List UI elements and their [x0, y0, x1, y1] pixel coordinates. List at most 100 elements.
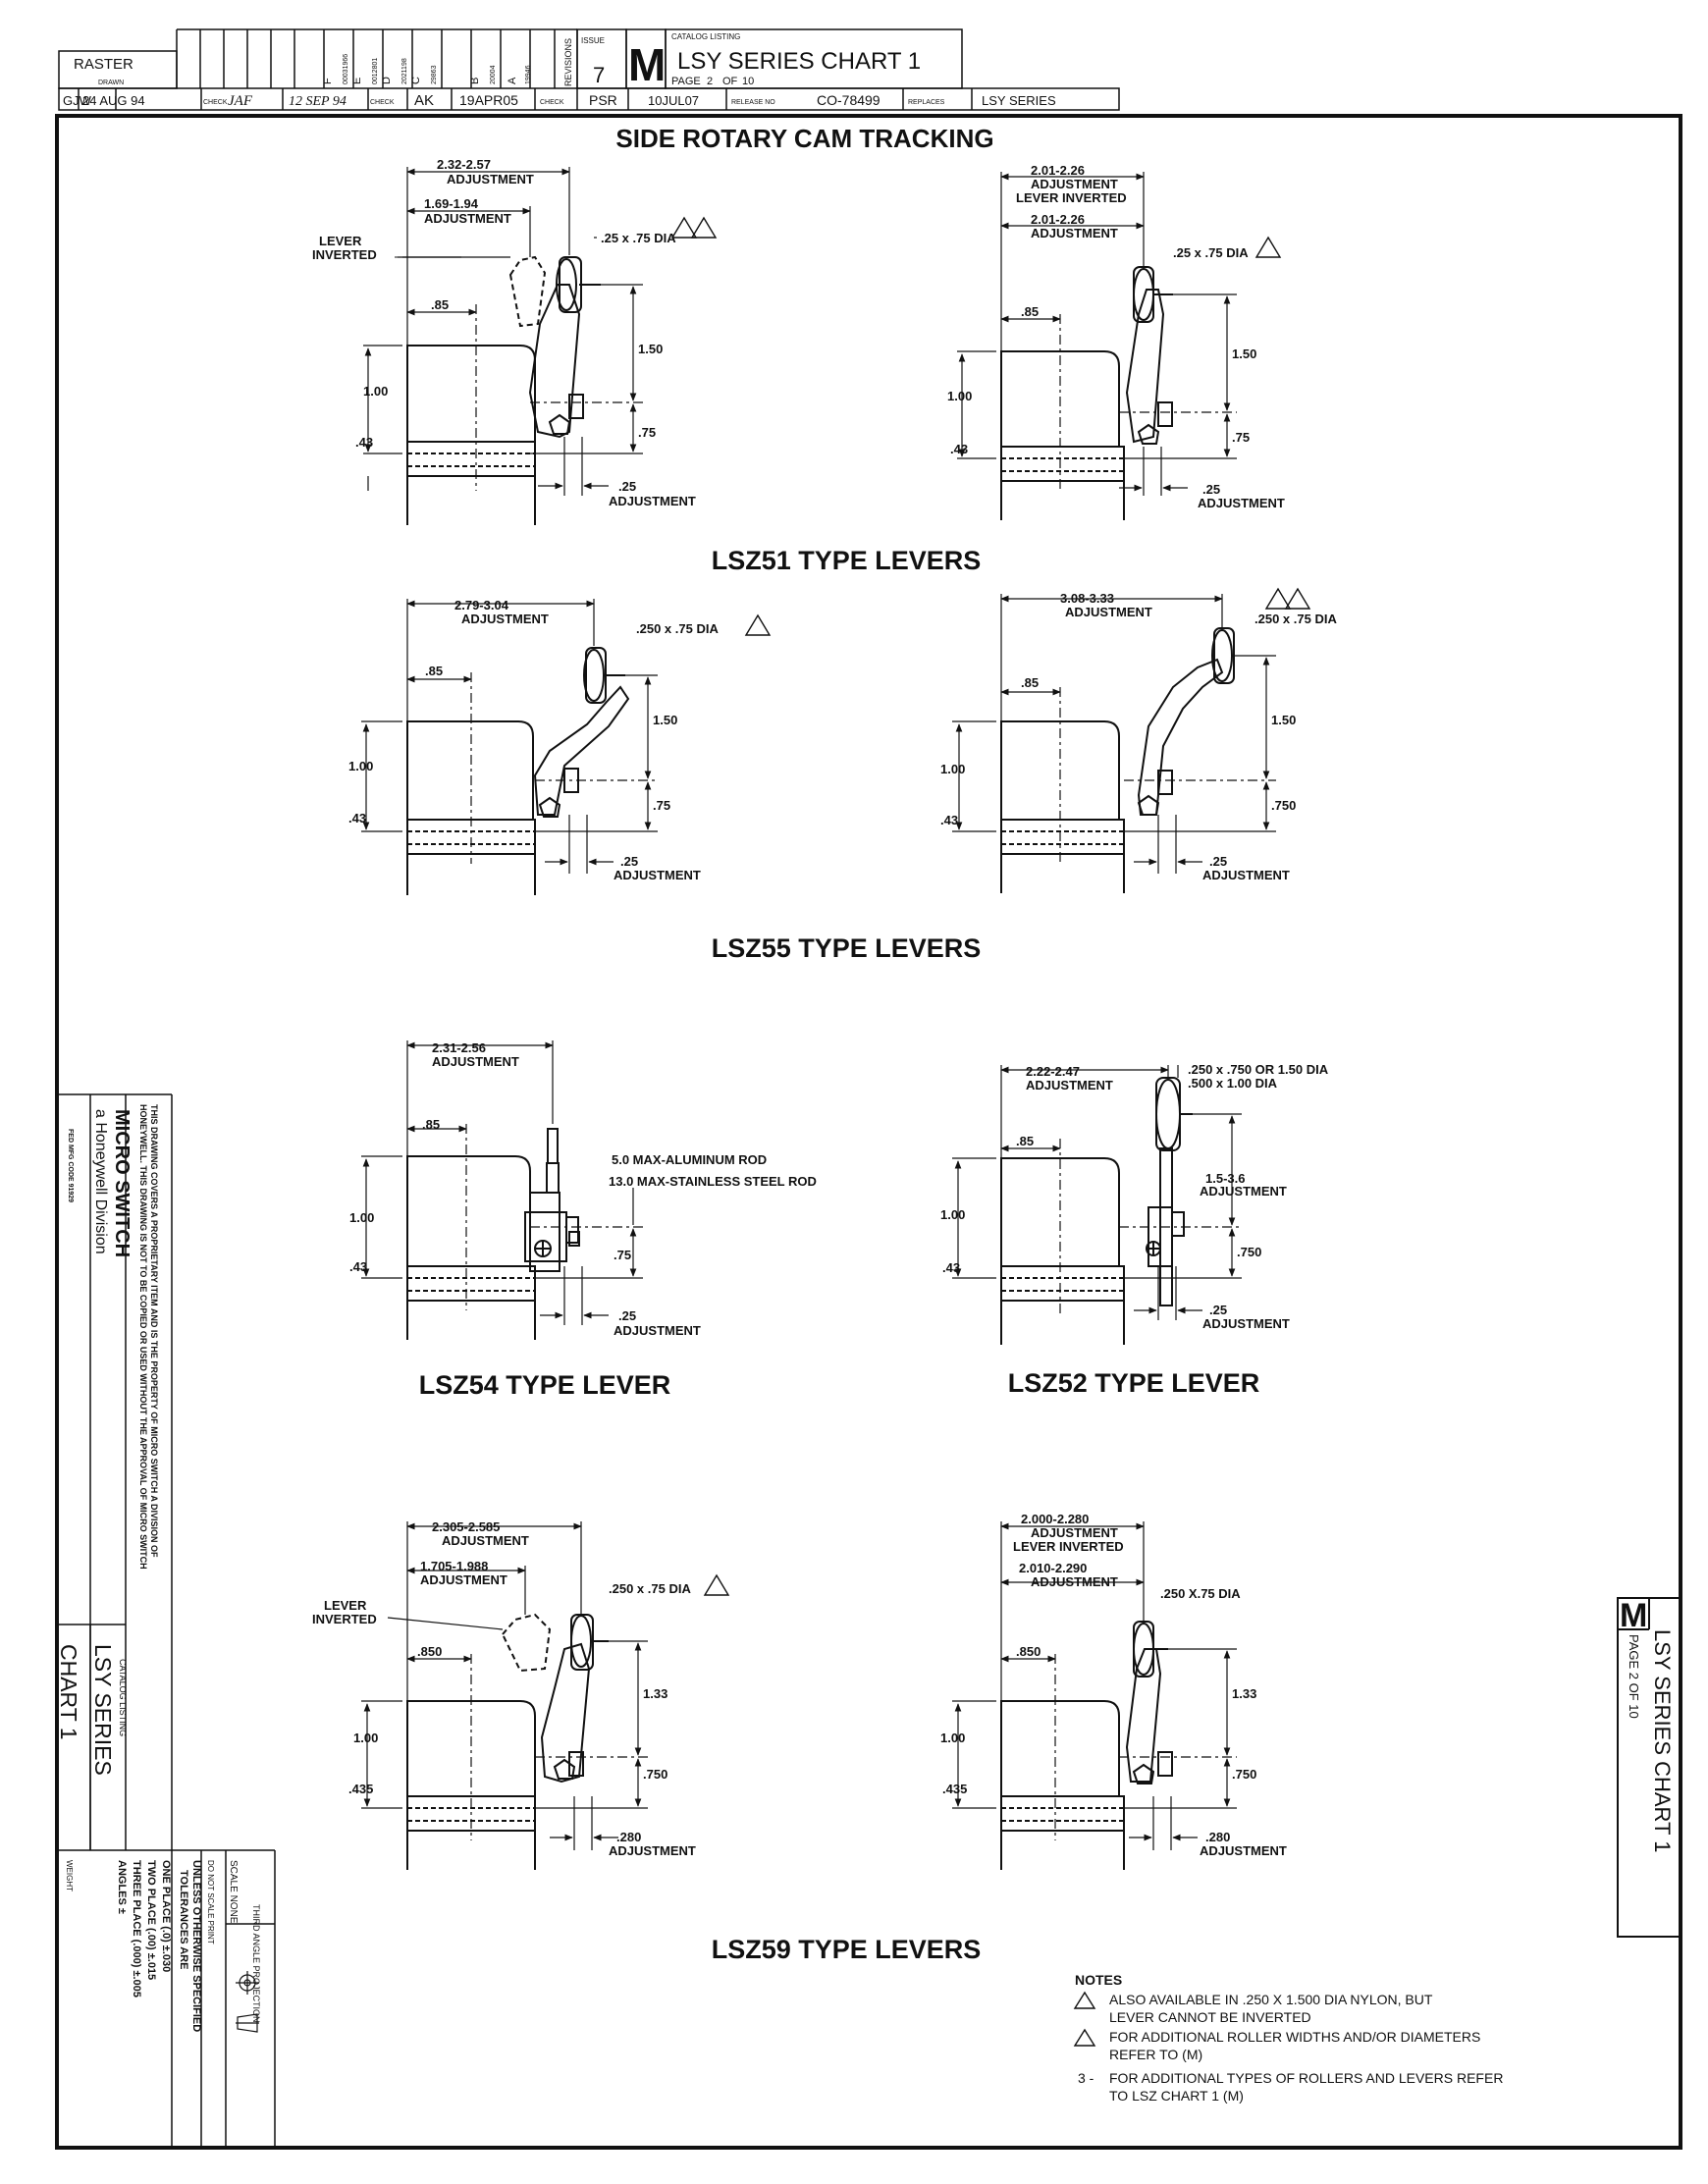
side-panel — [57, 1093, 276, 2148]
revisions-label: REVISIONS — [563, 38, 573, 86]
note2b: REFER TO (M) — [1109, 2047, 1202, 2062]
dim-label: .85 — [1021, 304, 1039, 319]
dim-label: .85 — [1021, 675, 1039, 690]
tab-page: PAGE 2 OF 10 — [1627, 1634, 1641, 1719]
dim-label: 1.33 — [643, 1686, 667, 1701]
proprietary-1: THIS DRAWING COVERS A PROPRIETARY ITEM A… — [149, 1104, 159, 1558]
dim-label: .75 — [653, 798, 670, 813]
dim-label: .25 — [618, 1308, 636, 1323]
dim-label: ADJUSTMENT — [609, 1843, 696, 1858]
diagram-lsz55-right — [952, 587, 1311, 893]
diagram-lsz51-right-labels: 2.01-2.26 ADJUSTMENT LEVER INVERTED 2.01… — [947, 163, 1285, 510]
dim-label: 1.00 — [349, 1210, 374, 1225]
dim-label: ADJUSTMENT — [1198, 496, 1285, 510]
dim-label: .85 — [1016, 1134, 1034, 1148]
dim-label: .250 x .75 DIA — [636, 621, 719, 636]
dim-label: 2.01-2.26 — [1031, 163, 1085, 178]
dim-label: 1.50 — [638, 342, 663, 356]
dim-label: .25 x .75 DIA — [1173, 245, 1249, 260]
notes: NOTES ALSO AVAILABLE IN .250 X 1.500 DIA… — [1073, 1972, 1503, 2104]
issue-letter: M — [628, 39, 666, 90]
issue-label: ISSUE — [581, 36, 605, 45]
dim-label: 1.50 — [1271, 713, 1296, 727]
check-label-2: CHECK — [370, 99, 395, 106]
dim-label: .25 x .75 DIA — [601, 231, 676, 245]
rev-e: E — [351, 78, 363, 84]
dim-label: ADJUSTMENT — [1202, 868, 1290, 882]
dim-label: ADJUSTMENT — [1202, 1316, 1290, 1331]
lsz52-type-label: LSZ52 TYPE LEVER — [1008, 1368, 1260, 1398]
rev-b-text: 20004 — [490, 65, 497, 84]
dim-label: .250 x .75 DIA — [609, 1581, 691, 1596]
third-angle-symbol-icon — [236, 1971, 259, 2033]
title-block-text: RASTER DRAWN F 00031966 E 0012801 D 2021… — [63, 32, 1056, 109]
main-title: SIDE ROTARY CAM TRACKING — [615, 124, 993, 153]
title-block — [58, 28, 1120, 111]
side-panel-text: THIS DRAWING COVERS A PROPRIETARY ITEM A… — [56, 1104, 261, 2033]
rev-f-text: 00031966 — [343, 54, 349, 84]
check2: AK — [414, 92, 434, 109]
proprietary-2: HONEYWELL. THIS DRAWING IS NOT TO BE COP… — [138, 1104, 148, 1570]
lsz55-type-label: LSZ55 TYPE LEVERS — [712, 933, 982, 963]
dim-label: LEVER — [319, 234, 362, 248]
division: a Honeywell Division — [92, 1109, 109, 1254]
dim-label: 2.32-2.57 — [437, 157, 491, 172]
diagram-lsz55-left — [361, 599, 772, 895]
check1: JAF — [228, 93, 253, 109]
catalog-listing: CATALOG LISTING — [118, 1659, 128, 1736]
diagram-lsz51-right — [957, 172, 1282, 520]
note1b: LEVER CANNOT BE INVERTED — [1109, 2009, 1311, 2025]
rev-f: F — [322, 78, 334, 84]
dim-label: .43 — [942, 1260, 960, 1275]
dim-label: 1.00 — [363, 384, 388, 399]
release-no: CO-78499 — [817, 92, 881, 108]
notes-heading: NOTES — [1075, 1972, 1122, 1988]
dim-label: LEVER — [324, 1598, 367, 1613]
dim-label: .250 X.75 DIA — [1160, 1586, 1241, 1601]
dim-label: ADJUSTMENT — [614, 868, 701, 882]
dim-label: ADJUSTMENT — [420, 1572, 507, 1587]
dim-label: INVERTED — [312, 247, 377, 262]
dim-label: 1.00 — [348, 759, 373, 773]
dim-label: .750 — [643, 1767, 667, 1782]
dim-label: ADJUSTMENT — [1031, 1574, 1118, 1589]
tol-1: ONE PLACE (.0) ±.030 — [160, 1860, 172, 1972]
do-not-scale: DO NOT SCALE PRINT — [206, 1860, 215, 1944]
right-tab: M LSY SERIES CHART 1 PAGE 2 OF 10 — [1617, 1597, 1681, 1938]
dim-label: 1.00 — [353, 1731, 378, 1745]
note2-triangle-icon — [1073, 2028, 1096, 2047]
drawn-by: GJW — [63, 93, 92, 108]
dim-label: ADJUSTMENT — [432, 1054, 519, 1069]
dim-label: .25 — [620, 854, 638, 869]
note1a: ALSO AVAILABLE IN .250 X 1.500 DIA NYLON… — [1109, 1992, 1433, 2007]
dim-label: 2.01-2.26 — [1031, 212, 1085, 227]
dim-label: 1.00 — [940, 762, 965, 776]
scale: SCALE NONE — [228, 1860, 239, 1924]
check2-date: 19APR05 — [459, 92, 518, 108]
dim-label: 2.305-2.585 — [432, 1519, 500, 1534]
diagram-lsz52-labels: 2.22-2.47 ADJUSTMENT .250 x .750 OR 1.50… — [940, 1062, 1329, 1331]
diagram-lsz54 — [361, 1040, 643, 1340]
dim-label: 1.50 — [1232, 346, 1256, 361]
page-total: 10 — [742, 76, 754, 87]
dim-label: 1.00 — [947, 389, 972, 403]
dim-label: 2.31-2.56 — [432, 1040, 486, 1055]
dim-label: ADJUSTMENT — [614, 1323, 701, 1338]
diagram-lsz59-left — [361, 1521, 730, 1870]
dim-label: 1.00 — [940, 1207, 965, 1222]
chart: CHART 1 — [56, 1644, 81, 1740]
tol-head1: UNLESS OTHERWISE SPECIFIED — [190, 1860, 202, 2032]
dim-label: .85 — [431, 297, 449, 312]
dim-label: .75 — [614, 1248, 631, 1262]
dim-label: .43 — [348, 811, 366, 826]
rev-b: B — [469, 78, 481, 84]
dim-label: 2.79-3.04 — [454, 598, 509, 613]
dim-label: 1.69-1.94 — [424, 196, 479, 211]
dim-label: ADJUSTMENT — [1200, 1184, 1287, 1199]
tol-head2: TOLERANCES ARE — [178, 1870, 189, 1969]
rev-d: D — [381, 77, 393, 84]
note3-num: 3 - — [1078, 2070, 1094, 2086]
lsz59-type-label: LSZ59 TYPE LEVERS — [712, 1935, 982, 1964]
dim-label: .250 x .750 OR 1.50 DIA — [1188, 1062, 1329, 1077]
